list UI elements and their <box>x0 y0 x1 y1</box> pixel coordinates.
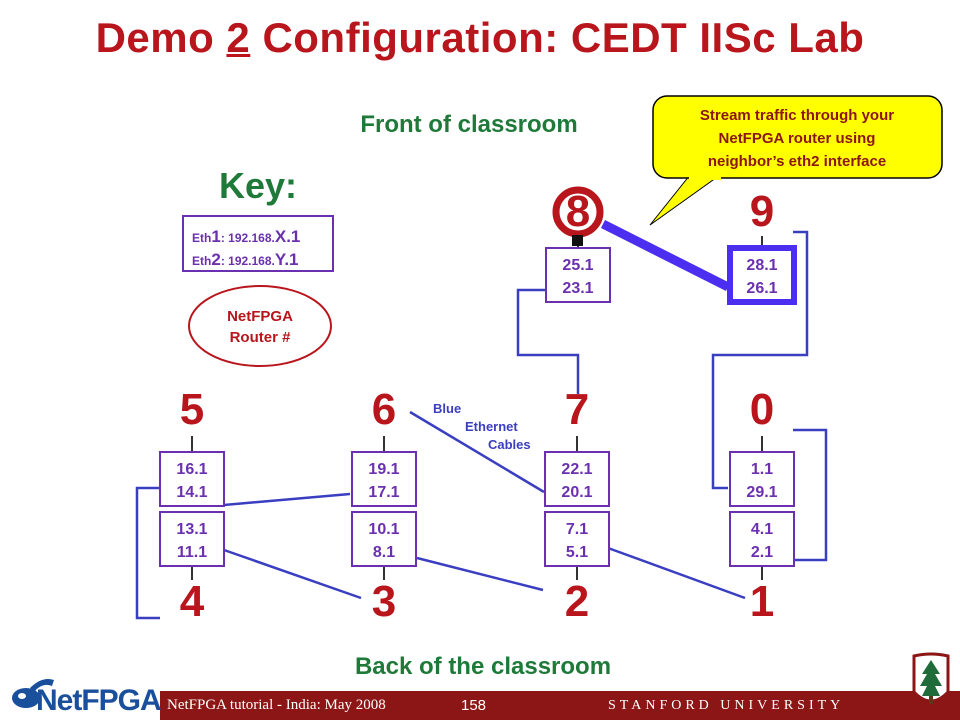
routers: 516.114.1619.117.1722.120.101.129.1413.1… <box>159 187 797 626</box>
router-eth1-ip: 4.1 <box>751 521 773 538</box>
router-4: 4 13.1 11.1 <box>159 511 225 626</box>
cable-r3-to-r2 <box>416 556 544 592</box>
callout-bubble: Stream traffic through your NetFPGA rout… <box>649 95 943 226</box>
cable-r6-to-r7 <box>409 410 545 494</box>
router-ip-box <box>544 511 610 567</box>
router-eth1-ip: 10.1 <box>368 521 399 538</box>
router-1: 1 4.1 2.1 <box>729 511 795 626</box>
cable-label-cables: Cables <box>488 437 531 452</box>
router-ip-box <box>729 451 795 507</box>
router-eth1-ip: 13.1 <box>176 521 207 538</box>
title-suffix: Configuration: CEDT IISc Lab <box>250 14 865 61</box>
footer-tutorial-text: NetFPGA tutorial - India: May 2008 <box>167 697 386 713</box>
netfpga-logo-swoosh <box>30 679 54 692</box>
key-eth1-line: Eth1: 192.168.X.1 <box>192 227 300 246</box>
footer-page-number: 158 <box>461 697 487 714</box>
svg-text:Stream traffic through your: Stream traffic through your <box>700 107 894 124</box>
cable-r5-to-r4 <box>135 486 160 620</box>
title-demo-number: 2 <box>226 14 251 61</box>
footer-university: STANFORD UNIVERSITY <box>608 698 845 713</box>
svg-text:NetFPGA router using: NetFPGA router using <box>719 130 876 147</box>
svg-text:neighbor’s eth2 interface: neighbor’s eth2 interface <box>708 153 886 170</box>
netfpga-logo-icon <box>12 688 40 708</box>
router-7: 7 22.1 20.1 <box>544 385 610 507</box>
router-eth1-ip: 25.1 <box>562 257 593 274</box>
router-eth1-ip: 1.1 <box>751 461 773 478</box>
router-eth2-ip: 29.1 <box>746 484 777 501</box>
router-eth2-ip: 8.1 <box>373 544 395 561</box>
key-heading: Key: <box>219 165 297 206</box>
router-eth2-ip: 11.1 <box>177 544 207 561</box>
router-eth2-ip: 5.1 <box>566 544 588 561</box>
stanford-tree-logo <box>912 652 950 704</box>
netfpga-logo-text: NetFPGA <box>36 684 162 717</box>
router-ip-box <box>351 451 417 507</box>
router-eth1-ip: 19.1 <box>368 461 399 478</box>
router-eth2-ip: 14.1 <box>176 484 207 501</box>
router-ip-box <box>351 511 417 567</box>
router-eth1-ip: 28.1 <box>746 257 777 274</box>
router-eth2-ip: 26.1 <box>746 280 777 297</box>
router-8-highlight-ring <box>552 186 604 238</box>
router-3: 3 10.1 8.1 <box>351 511 417 626</box>
key-router-ellipse: NetFPGA Router # <box>188 285 332 367</box>
router-ip-box <box>159 451 225 507</box>
router-ip-box <box>159 511 225 567</box>
router-ip-box <box>727 245 797 305</box>
cable-r5-to-r6 <box>223 492 351 507</box>
router-2: 2 7.1 5.1 <box>544 511 610 626</box>
router-number: 6 <box>372 385 396 434</box>
svg-text:Router #: Router # <box>230 329 292 346</box>
router-0: 0 1.1 29.1 <box>729 385 795 507</box>
router-eth2-ip: 20.1 <box>561 484 592 501</box>
router-eth1-ip: 22.1 <box>561 461 592 478</box>
cable-label-blue: Blue <box>433 401 461 416</box>
cable-r8-to-r7 <box>516 288 580 394</box>
router-eth2-ip: 17.1 <box>368 484 399 501</box>
router-6: 6 19.1 17.1 <box>351 385 417 507</box>
router-number: 2 <box>565 577 589 626</box>
router-eth2-ip: 2.1 <box>751 544 773 561</box>
router-number: 4 <box>180 577 205 626</box>
router-8-port-marker <box>572 235 583 246</box>
cable-r9-to-r0 <box>711 230 809 490</box>
router-eth1-ip: 16.1 <box>176 461 207 478</box>
slide-title: Demo 2 Configuration: CEDT IISc Lab <box>0 14 960 62</box>
back-of-classroom-label: Back of the classroom <box>355 653 611 680</box>
highlight-cable-r8-to-r9 <box>600 219 731 292</box>
router-eth1-ip: 7.1 <box>566 521 588 538</box>
cable-r1-to-r0 <box>793 428 828 562</box>
cable-label-ethernet: Ethernet <box>465 419 518 434</box>
router-5: 5 16.1 14.1 <box>159 385 225 507</box>
svg-text:NetFPGA: NetFPGA <box>227 308 293 325</box>
netfpga-logo <box>12 679 54 708</box>
key-interface-box: Eth1: 192.168.X.1 Eth2: 192.168.Y.1 <box>182 215 334 272</box>
ethernet-cables <box>135 230 828 620</box>
front-of-classroom-label: Front of classroom <box>360 111 577 138</box>
router-eth2-ip: 23.1 <box>562 280 593 297</box>
cable-r4-to-r3 <box>223 548 362 600</box>
router-ip-box <box>545 247 611 303</box>
title-prefix: Demo <box>95 14 227 61</box>
cable-r2-to-r1 <box>607 546 746 600</box>
router-ip-box <box>729 511 795 567</box>
footer-bar <box>160 691 960 720</box>
router-9: 9 28.1 26.1 <box>727 187 797 305</box>
router-number: 9 <box>750 187 774 236</box>
key-eth2-line: Eth2: 192.168.Y.1 <box>192 250 299 269</box>
router-number: 7 <box>565 385 589 434</box>
router-number: 5 <box>180 385 204 434</box>
router-number: 1 <box>750 577 774 626</box>
router-ip-box <box>544 451 610 507</box>
router-number: 0 <box>750 385 774 434</box>
router-number: 3 <box>372 577 396 626</box>
router-8: 825.123.1 <box>545 187 611 303</box>
